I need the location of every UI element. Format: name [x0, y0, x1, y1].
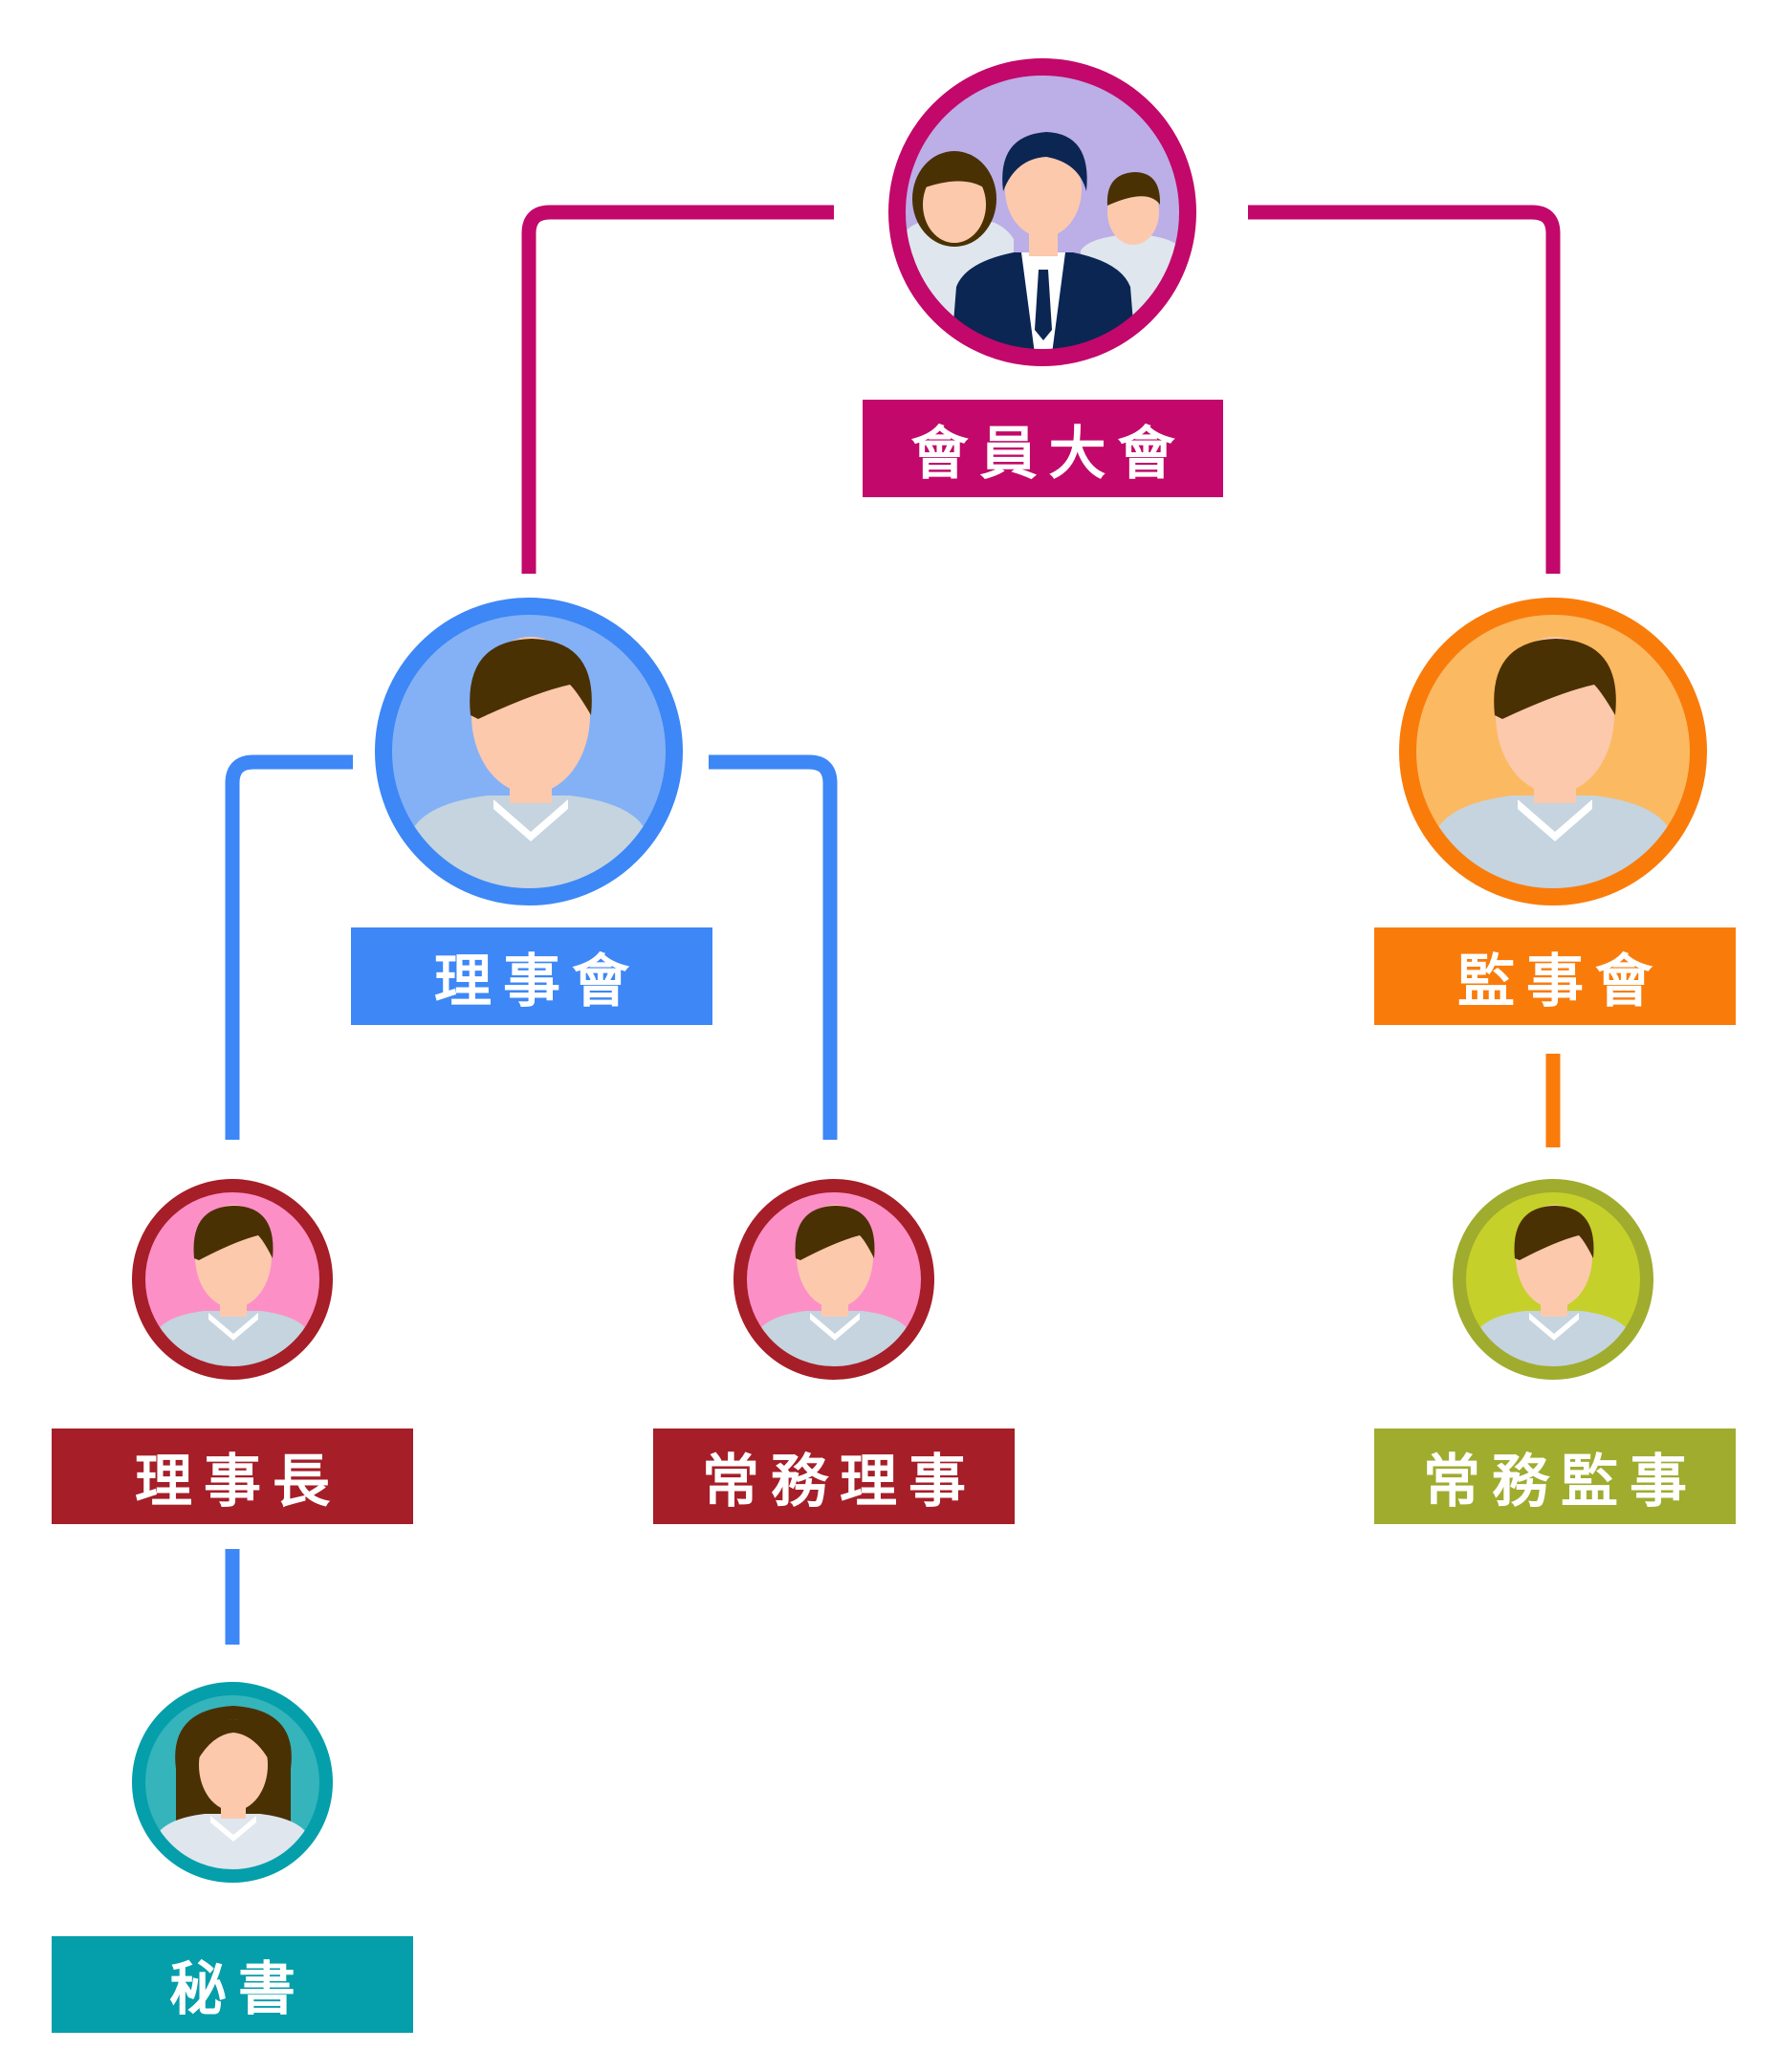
label-executive-director: 常務理事	[653, 1429, 1015, 1524]
label-secretary: 秘書	[52, 1936, 413, 2033]
node-executive-director	[733, 1179, 934, 1380]
label-board-of-supervisors: 監事會	[1374, 927, 1736, 1025]
node-supervisors	[1399, 598, 1707, 905]
connector-root-to-supervisors	[1248, 205, 1561, 574]
node-root	[888, 58, 1196, 366]
label-chairman: 理事長	[52, 1429, 413, 1524]
node-executive-supervisor	[1453, 1179, 1653, 1380]
label-general-assembly: 會員大會	[863, 400, 1223, 497]
node-secretary	[132, 1682, 333, 1883]
label-executive-supervisor: 常務監事	[1374, 1429, 1736, 1524]
connector-root-to-board	[521, 205, 834, 574]
label-board-of-directors: 理事會	[351, 927, 712, 1025]
connector-board-to-executive-director	[709, 754, 838, 1140]
node-chairman	[132, 1179, 333, 1380]
node-board	[375, 598, 683, 905]
connector-board-to-chairman	[225, 754, 353, 1140]
